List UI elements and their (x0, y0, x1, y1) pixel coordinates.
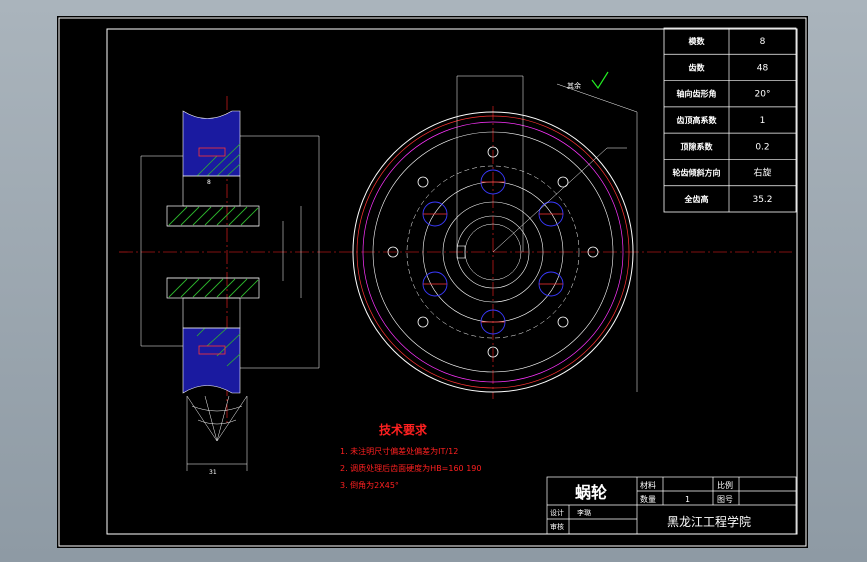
param-label-0: 模数 (689, 36, 706, 46)
design-label: 设计 (550, 508, 564, 517)
tech-item-1: 1. 未注明尺寸偏差处偏差为IT/12 (340, 446, 458, 456)
param-label-2: 轴向齿形角 (677, 89, 717, 99)
param-value-1: 48 (757, 63, 769, 73)
drawing-no-label: 图号 (717, 495, 733, 504)
param-value-0: 8 (760, 37, 766, 47)
param-label-5: 轮齿倾斜方向 (673, 168, 721, 178)
surface-roughness-note: 其余 (567, 81, 581, 90)
param-label-6: 全齿高 (684, 194, 709, 204)
dim-bottom-label: 31 (209, 469, 217, 476)
tech-item-2: 2. 调质处理后齿面硬度为HB=160 190 (340, 463, 481, 473)
qty-value: 1 (685, 495, 690, 504)
outer-border (58, 17, 807, 547)
qty-label: 数量 (640, 494, 656, 504)
tech-item-3: 3. 倒角为2X45° (340, 480, 399, 490)
param-value-2: 20° (755, 90, 771, 100)
tech-title: 技术要求 (379, 422, 428, 437)
part-name: 蜗轮 (575, 483, 607, 502)
param-value-5: 右旋 (753, 167, 771, 179)
param-value-6: 35.2 (752, 195, 772, 205)
inner-border (106, 28, 798, 535)
roughness-check-icon (591, 71, 609, 90)
school-name: 黑龙江工程学院 (667, 514, 751, 529)
param-label-4: 顶隙系数 (681, 141, 714, 151)
title-block (546, 476, 797, 535)
drawing-canvas[interactable]: 8 31 (57, 16, 808, 548)
review-label: 审核 (550, 522, 564, 531)
section-view: 8 31 (140, 110, 320, 476)
param-label-3: 齿顶高系数 (677, 115, 718, 125)
param-value-4: 0.2 (755, 142, 769, 152)
tech-requirements: 技术要求 1. 未注明尺寸偏差处偏差为IT/12 2. 调质处理后齿面硬度为HB… (340, 422, 481, 490)
scale-label: 比例 (717, 480, 733, 490)
drawing-svg: 8 31 (58, 17, 807, 547)
material-label: 材料 (640, 480, 656, 490)
param-value-3: 1 (760, 116, 766, 126)
designer-name: 李璐 (577, 508, 591, 517)
front-view: 其余 (352, 71, 638, 393)
dim-top-label: 8 (207, 179, 211, 186)
param-label-1: 齿数 (689, 62, 706, 72)
